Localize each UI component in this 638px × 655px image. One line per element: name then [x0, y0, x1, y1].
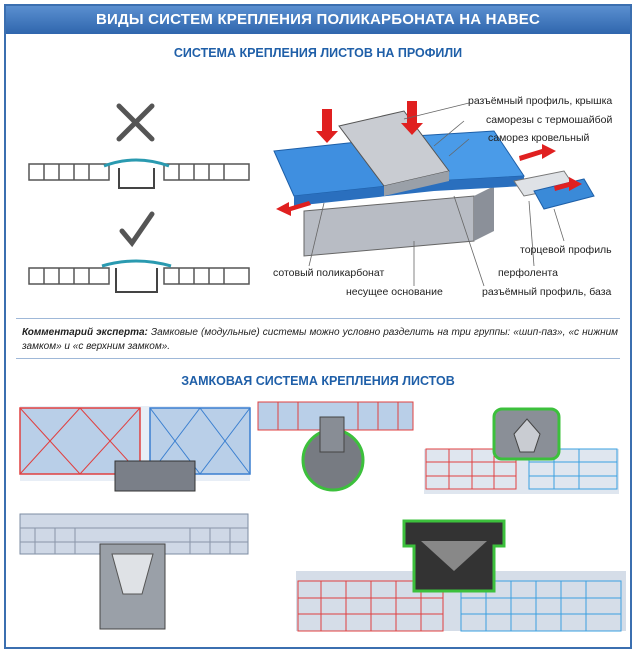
- check-icon: [119, 211, 155, 248]
- divider-bottom: [16, 358, 620, 359]
- lock-bottom: [257, 401, 414, 492]
- label-base: несущее основание: [346, 286, 443, 298]
- label-cap: разъёмный профиль, крышка: [468, 95, 613, 107]
- arrow-icon: [276, 101, 582, 216]
- label-screws-washer: саморезы с термошайбой: [486, 114, 613, 126]
- profile-schematic: [28, 103, 250, 293]
- infographic-frame: ВИДЫ СИСТЕМ КРЕПЛЕНИЯ ПОЛИКАРБОНАТА НА Н…: [4, 4, 632, 649]
- lock-tongue-groove: [19, 406, 251, 492]
- comment-lead: Комментарий эксперта:: [22, 327, 148, 338]
- lock-top: [424, 407, 619, 494]
- comment-text: Замковые (модульные) системы можно услов…: [22, 327, 618, 352]
- label-roof-screw: саморез кровельный: [488, 132, 590, 144]
- assembly-illustration: [273, 101, 595, 287]
- label-profile-base: разъёмный профиль, база: [482, 286, 612, 298]
- label-cellular: сотовый поликарбонат: [273, 267, 385, 279]
- lock-top-profile: [296, 519, 626, 632]
- expert-comment: Комментарий эксперта: Замковые (модульны…: [22, 326, 618, 354]
- sheet-wrong: [28, 158, 250, 189]
- section-title-profiles: СИСТЕМА КРЕПЛЕНИЯ ЛИСТОВ НА ПРОФИЛИ: [173, 46, 463, 60]
- divider-top: [16, 318, 620, 319]
- label-end-profile: торцевой профиль: [520, 244, 612, 256]
- page-title: ВИДЫ СИСТЕМ КРЕПЛЕНИЯ ПОЛИКАРБОНАТА НА Н…: [6, 6, 630, 34]
- sheet-correct: [28, 259, 250, 293]
- lock-bottom-profile: [19, 513, 249, 630]
- cross-icon: [116, 103, 155, 142]
- section-title-locks: ЗАМКОВАЯ СИСТЕМА КРЕПЛЕНИЯ ЛИСТОВ: [181, 374, 455, 388]
- label-perfotape: перфолента: [498, 267, 558, 279]
